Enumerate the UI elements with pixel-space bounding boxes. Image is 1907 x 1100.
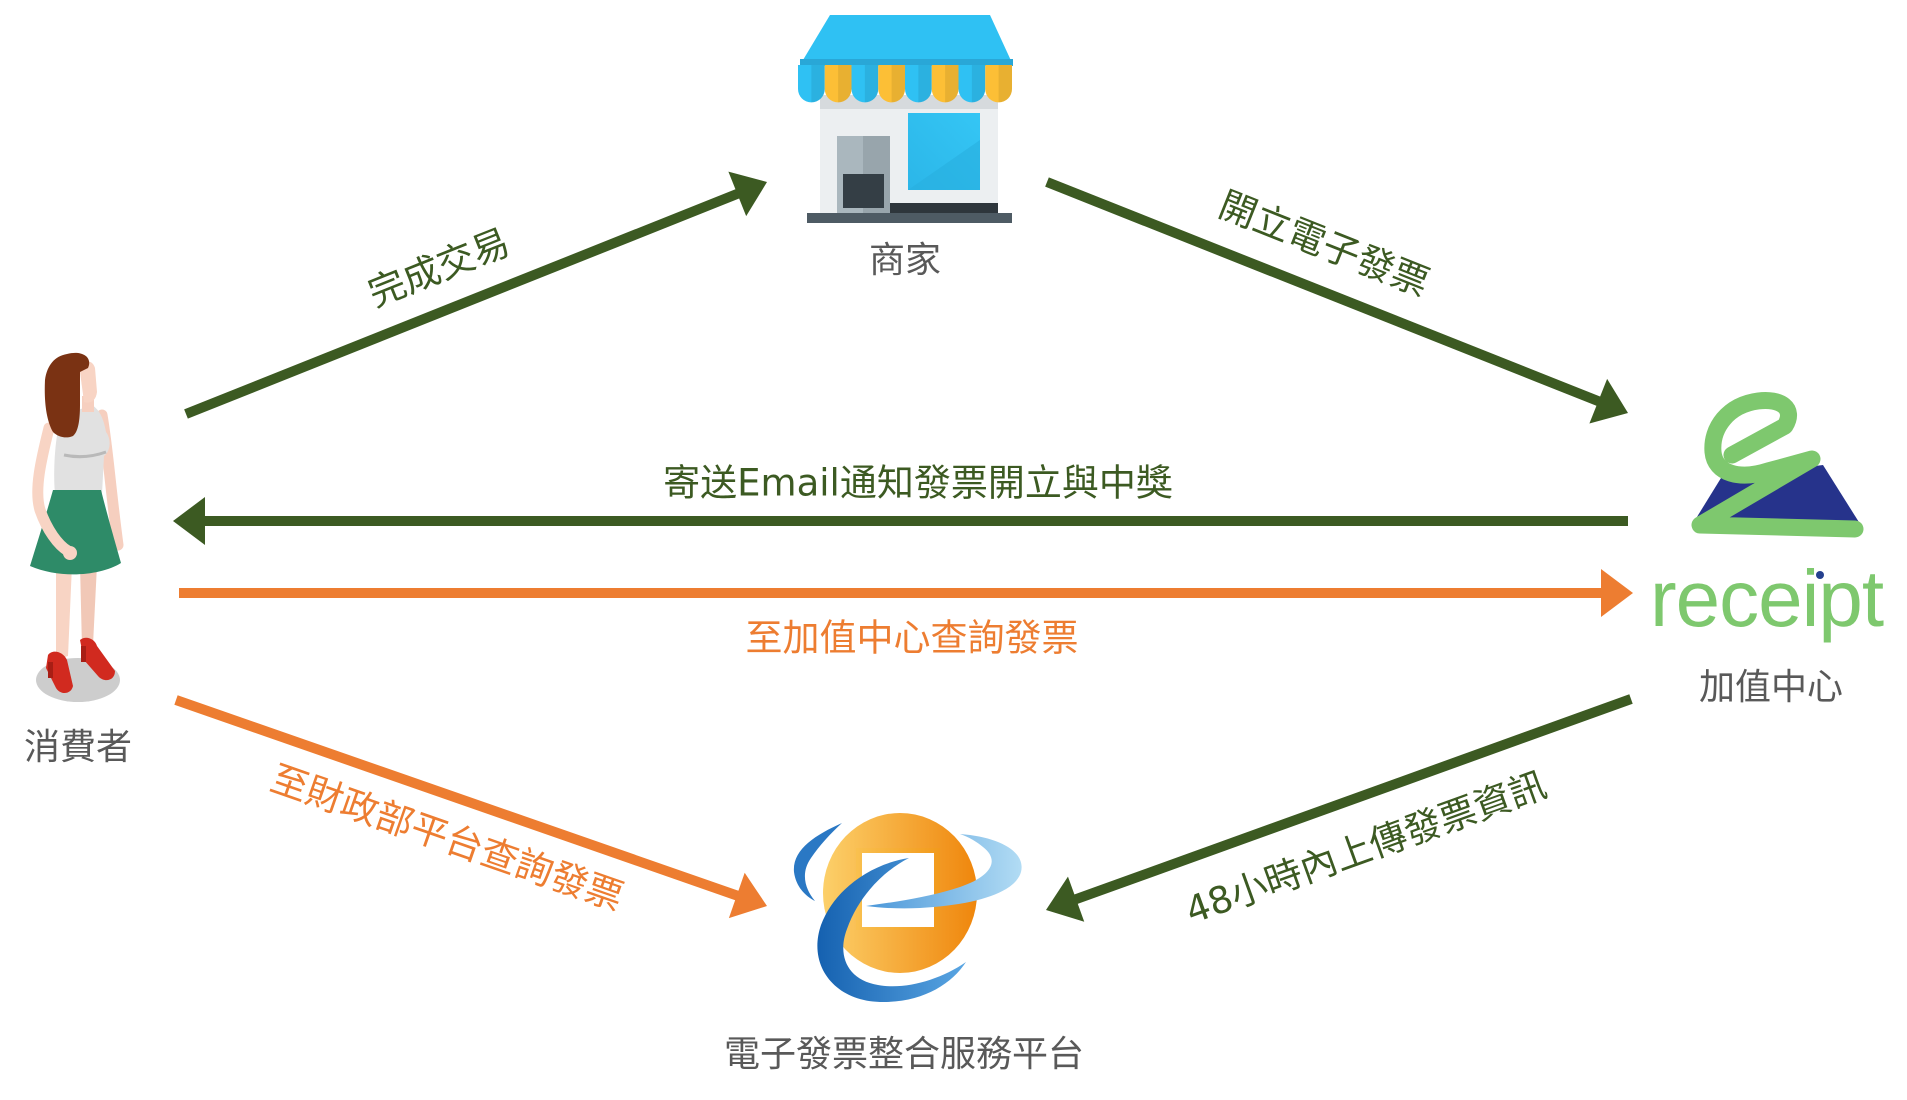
arrow-shaft (1045, 177, 1602, 407)
awning-scallop (905, 65, 932, 103)
value-added-center-label: 加值中心 (1698, 667, 1844, 708)
ereceipt-logo (1691, 391, 1864, 579)
consumer-label: 消費者 (23, 727, 133, 768)
figure-right-heel (81, 646, 86, 662)
store-awning (798, 65, 1012, 103)
awning-scallop-shade (998, 65, 1012, 103)
awning-scallop-shade (918, 65, 932, 103)
figure-right-shoe (80, 637, 115, 681)
arrow-complete-transaction (184, 171, 767, 419)
arrowhead (173, 497, 205, 545)
figure-left-shoe (46, 651, 73, 694)
awning-scallop (878, 65, 905, 103)
figure-left-heel (48, 662, 53, 678)
woman-figure-icon (30, 352, 124, 702)
edge-label-query-value-added-center: 至加值中心查詢發票 (745, 616, 1079, 660)
figure-face (80, 361, 97, 403)
awning-scallop (851, 65, 879, 103)
store-roof (800, 15, 1013, 65)
awning-scallop-shade (838, 65, 852, 103)
platform-swoosh-small (793, 823, 842, 901)
platform-coin-hole (862, 853, 934, 927)
awning-scallop (798, 65, 825, 103)
arrow-upload-48h (1046, 694, 1633, 922)
arrow-query-value-added-center (179, 569, 1633, 617)
awning-scallop-shade (891, 65, 905, 103)
awning-scallop (985, 65, 1012, 103)
arrow-query-mof-platform (174, 695, 767, 919)
arrowhead (728, 872, 767, 919)
awning-scallop (931, 65, 959, 103)
arrowhead (1589, 378, 1628, 424)
store-roof-edge (800, 59, 1013, 66)
store-door-panel (843, 174, 884, 208)
arrow-email-notification (173, 497, 1628, 545)
awning-scallop-shade (971, 65, 986, 103)
store-base (807, 213, 1012, 223)
figure-left-arm (32, 422, 74, 557)
arrow-shaft (1072, 694, 1633, 905)
awning-scallop-shade (945, 65, 959, 103)
arrow-shaft (184, 188, 741, 419)
merchant-label: 商家 (868, 240, 942, 281)
arrowhead (728, 171, 767, 217)
arrow-issue-e-invoice (1045, 177, 1628, 424)
figure-hair (44, 352, 90, 438)
arrow-shaft (174, 695, 741, 901)
awning-scallop (958, 65, 986, 103)
platform-swoosh-right (866, 834, 1022, 909)
ereceipt-i-dot (1816, 571, 1824, 579)
arrowhead (1046, 876, 1085, 922)
ereceipt-logo-text: receipt (1650, 554, 1884, 643)
awning-scallop-shade (864, 65, 879, 103)
store-step (890, 203, 998, 213)
figure-right-leg (80, 565, 97, 648)
figure-hand (63, 546, 77, 560)
figure-left-leg (56, 565, 72, 660)
platform-swoosh-main (817, 858, 966, 1003)
store-icon (798, 15, 1013, 223)
store-window-reflection (908, 140, 980, 190)
platform-label: 電子發票整合服務平台 (723, 1034, 1085, 1075)
awning-scallop (824, 65, 852, 103)
arrowhead (1601, 569, 1633, 617)
edge-label-email-notification: 寄送Email通知發票開立與中獎 (663, 461, 1173, 505)
einvoice-platform-logo (793, 813, 1022, 1003)
figure-skirt (30, 490, 121, 575)
awning-scallop-shade (811, 65, 825, 103)
figure-top-seam (63, 450, 107, 459)
ereceipt-e-stroke (1691, 391, 1864, 538)
